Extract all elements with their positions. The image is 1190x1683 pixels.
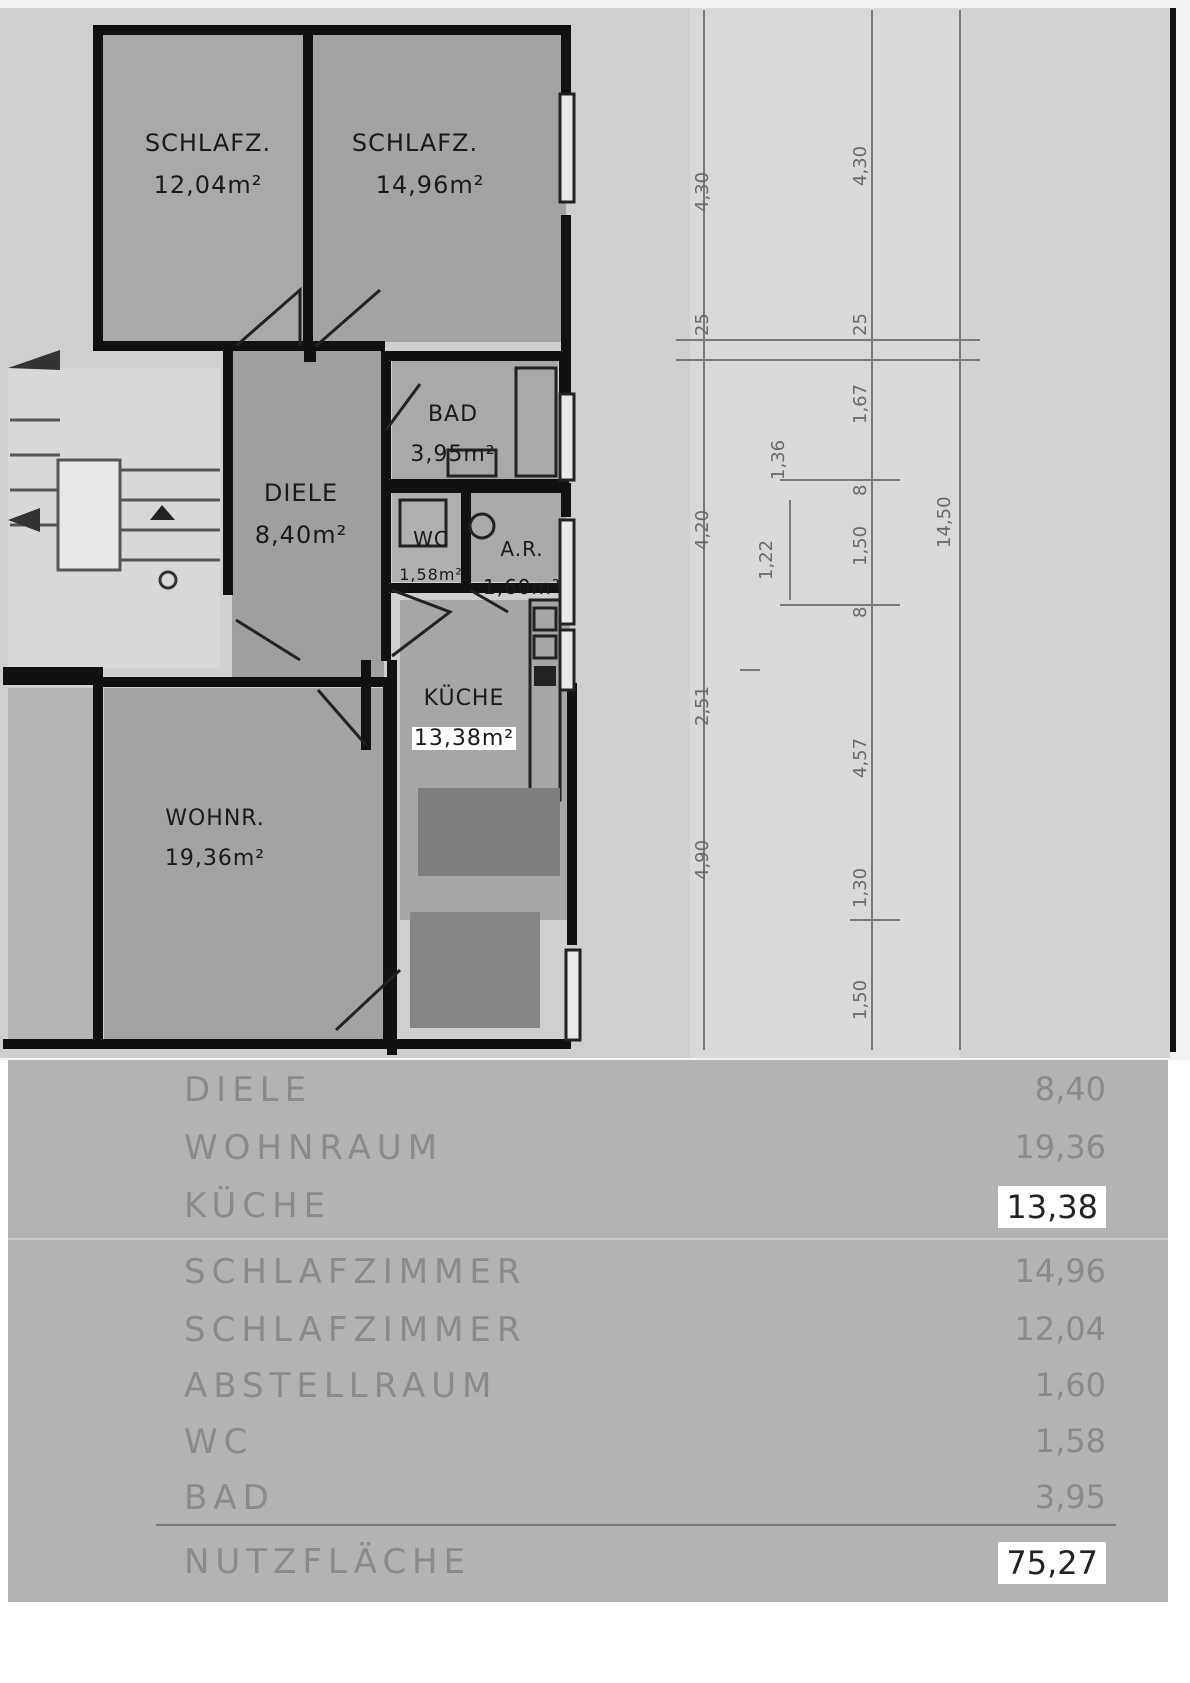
room-label-area: 3,95m² [410,441,496,467]
dimension-label: 8 [850,606,871,618]
total-label: NUTZFLÄCHE [184,1542,472,1582]
dimension-label: 2,51 [692,685,713,726]
schedule-total-row: NUTZFLÄCHE 75,27 [8,1532,1168,1592]
room-area: 1,60 [1034,1366,1106,1404]
dimension-label: 8 [850,484,871,496]
room-label-name: A.R. [500,536,544,561]
room-area: 8,40 [1034,1070,1106,1108]
room-label-schlafz-2: SCHLAFZ. 14,96m² [330,114,500,215]
schedule-row: DIELE 8,40 [8,1060,1168,1120]
room-label-name: KÜCHE [423,685,505,711]
room-name: DIELE [184,1070,313,1110]
room-label-name: SCHLAFZ. [351,128,479,157]
room-label-area: 13,38m² [411,725,517,751]
dimension-label: 25 [850,313,871,336]
room-label-schlafz-1: SCHLAFZ. 12,04m² [128,114,288,215]
dimension-label: 1,36 [768,439,789,480]
dimension-label: 4,90 [692,839,713,880]
schedule-row: WOHNRAUM 19,36 [8,1118,1168,1178]
room-label-area: 12,04m² [153,170,263,199]
room-label-area: 19,36m² [164,845,266,871]
room-area-highlighted: 13,38 [998,1186,1106,1228]
schedule-row: SCHLAFZIMMER 14,96 [8,1242,1168,1302]
dimension-label: 14,50 [934,496,955,548]
room-label-name: DIELE [263,478,339,507]
room-area: 14,96 [1014,1252,1106,1290]
room-label-area: 1,58m² [399,564,463,584]
total-rule [156,1524,1116,1526]
room-label-area: 8,40m² [254,520,348,549]
room-name: KÜCHE [184,1186,332,1226]
dimension-label: 4,57 [850,737,871,778]
dimension-label: 25 [692,313,713,336]
room-label-area: 14,96m² [375,170,485,199]
area-schedule: DIELE 8,40 WOHNRAUM 19,36 KÜCHE 13,38 SC… [8,1060,1168,1602]
floor-plan-drawing [0,0,1190,1060]
room-label-name: WOHNR. [165,805,265,831]
room-label-abstellraum: A.R. 1,60m² [472,522,572,614]
schedule-row: SCHLAFZIMMER 12,04 [8,1300,1168,1360]
dimension-label: 1,30 [850,867,871,908]
schedule-row: BAD 3,95 [8,1468,1168,1528]
room-label-bad: BAD 3,95m² [398,386,508,483]
dimension-label: 1,50 [850,979,871,1020]
room-area: 12,04 [1014,1310,1106,1348]
room-area: 1,58 [1034,1422,1106,1460]
room-name: WC [184,1422,254,1462]
dimension-label: 4,30 [692,171,713,212]
room-name: BAD [184,1478,275,1518]
room-label-area: 1,60m² [482,574,562,599]
room-label-kueche: KÜCHE 13,38m² [406,670,522,750]
room-label-diele: DIELE 8,40m² [236,464,366,565]
schedule-row: WC 1,58 [8,1412,1168,1472]
room-name: WOHNRAUM [184,1128,444,1168]
room-name: SCHLAFZIMMER [184,1310,527,1350]
dimension-label: 1,22 [756,539,777,580]
room-label-name: BAD [427,401,479,427]
room-name: SCHLAFZIMMER [184,1252,527,1292]
dimension-label: 1,50 [850,525,871,566]
schedule-row: KÜCHE 13,38 [8,1176,1168,1236]
divider [8,1238,1168,1240]
room-name: ABSTELLRAUM [184,1366,498,1406]
room-label-name: WC [413,526,449,551]
room-area: 19,36 [1014,1128,1106,1166]
total-area: 75,27 [998,1542,1106,1584]
dimension-label: 1,67 [850,383,871,424]
room-label-name: SCHLAFZ. [144,128,272,157]
dimension-label: 4,20 [692,509,713,550]
room-area: 3,95 [1034,1478,1106,1516]
dimension-label: 4,30 [850,145,871,186]
schedule-row: ABSTELLRAUM 1,60 [8,1356,1168,1416]
room-label-wohnr: WOHNR. 19,36m² [140,790,290,887]
room-label-wc: WC 1,58m² [394,512,468,600]
